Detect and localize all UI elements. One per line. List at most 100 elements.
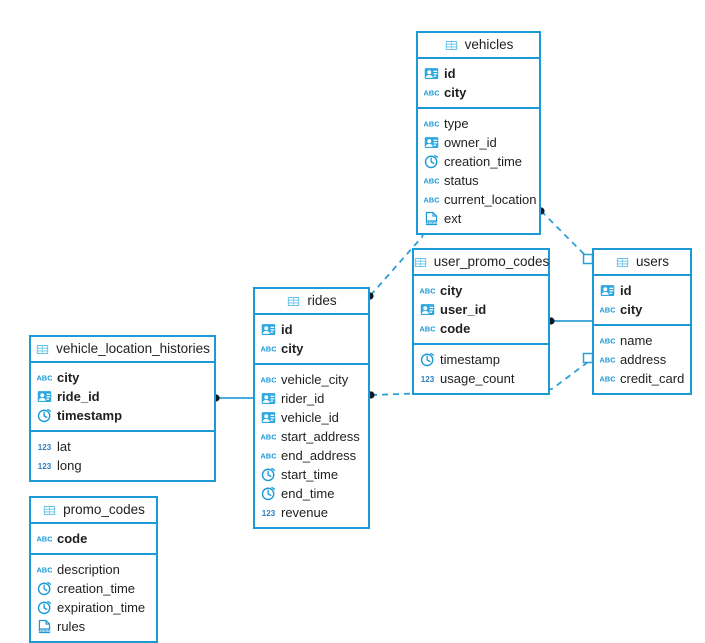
field-row[interactable]: user_id (414, 300, 548, 319)
field-label: credit_card (620, 371, 685, 386)
field-label: rules (57, 619, 86, 634)
field-row[interactable]: JSON ext (418, 209, 539, 228)
field-label: city (620, 302, 643, 317)
field-row[interactable]: ABC address (594, 350, 690, 369)
svg-text:ABC: ABC (261, 345, 276, 354)
field-label: ext (444, 211, 462, 226)
abc-icon: ABC (424, 196, 439, 205)
svg-text:ABC: ABC (424, 120, 439, 129)
field-row[interactable]: id (594, 281, 690, 300)
entity-title: users (635, 254, 669, 270)
id-card-icon (600, 285, 615, 296)
field-row[interactable]: 123 revenue (255, 503, 368, 522)
abc-icon: ABC (600, 306, 615, 315)
svg-text:ABC: ABC (424, 89, 439, 98)
field-label: owner_id (444, 135, 497, 150)
field-row[interactable]: timestamp (414, 350, 548, 369)
field-label: status (444, 173, 479, 188)
entity-title: promo_codes (63, 502, 145, 518)
number-icon: 123 (38, 443, 52, 452)
number-icon: 123 (262, 509, 276, 518)
field-label: address (620, 352, 667, 367)
svg-text:123: 123 (421, 375, 435, 384)
svg-text:ABC: ABC (600, 306, 615, 315)
svg-text:ABC: ABC (261, 433, 276, 442)
clock-icon (420, 352, 435, 367)
field-row[interactable]: expiration_time (31, 598, 156, 617)
field-label: revenue (281, 505, 328, 520)
field-row[interactable]: id (418, 64, 539, 83)
svg-text:ABC: ABC (600, 356, 615, 365)
abc-icon: ABC (37, 566, 52, 575)
table-icon (616, 257, 629, 267)
field-row[interactable]: creation_time (31, 579, 156, 598)
json-icon: JSON (425, 211, 438, 226)
field-row[interactable]: ABC status (418, 171, 539, 190)
relationship-vehicle_location_histories-to-rides (212, 394, 253, 402)
field-row[interactable]: start_time (255, 465, 368, 484)
field-row[interactable]: timestamp (31, 406, 214, 425)
field-row[interactable]: id (255, 320, 368, 339)
svg-text:ABC: ABC (420, 287, 435, 296)
entity-header: rides (255, 289, 368, 315)
field-label: id (281, 322, 293, 337)
field-label: id (620, 283, 632, 298)
abc-icon: ABC (424, 177, 439, 186)
field-row[interactable]: owner_id (418, 133, 539, 152)
id-card-icon (420, 304, 435, 315)
field-label: timestamp (57, 408, 123, 423)
abc-icon: ABC (600, 356, 615, 365)
field-label: end_time (281, 486, 335, 501)
entity-header: vehicle_location_histories (31, 337, 214, 363)
field-row[interactable]: ABC city (414, 281, 548, 300)
field-row[interactable]: creation_time (418, 152, 539, 171)
svg-text:ABC: ABC (424, 177, 439, 186)
field-row[interactable]: vehicle_id (255, 408, 368, 427)
field-row[interactable]: ride_id (31, 387, 214, 406)
svg-text:123: 123 (38, 462, 52, 471)
field-row[interactable]: ABC type (418, 114, 539, 133)
field-row[interactable]: rider_id (255, 389, 368, 408)
field-label: creation_time (57, 581, 136, 596)
field-label: city (440, 283, 463, 298)
svg-text:ABC: ABC (37, 566, 52, 575)
field-row[interactable]: ABC city (594, 300, 690, 319)
field-label: type (444, 116, 469, 131)
field-row[interactable]: end_time (255, 484, 368, 503)
field-label: expiration_time (57, 600, 146, 615)
clock-icon (37, 581, 52, 596)
table-icon (414, 257, 426, 267)
field-label: start_time (281, 467, 339, 482)
field-label: ride_id (57, 389, 100, 404)
abc-icon: ABC (261, 433, 276, 442)
